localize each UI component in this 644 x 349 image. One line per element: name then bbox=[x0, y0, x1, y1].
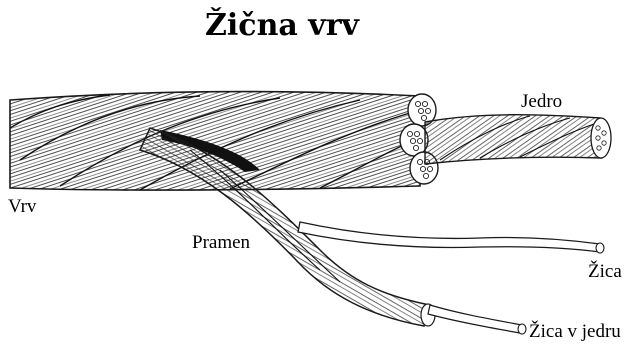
label-pramen: Pramen bbox=[192, 232, 250, 254]
wire-outline bbox=[298, 222, 600, 252]
page-title: Žična vrv bbox=[205, 8, 359, 43]
label-zica: Žica bbox=[588, 261, 622, 283]
core-wire bbox=[428, 305, 526, 334]
core-wire-outline bbox=[428, 305, 522, 333]
core-wire-end bbox=[518, 324, 526, 334]
strand-end bbox=[400, 124, 428, 156]
core-end bbox=[591, 118, 611, 158]
label-jedro: Jedro bbox=[521, 91, 562, 113]
rope-core bbox=[425, 115, 611, 164]
wire-end bbox=[596, 243, 604, 253]
label-vrv: Vrv bbox=[8, 196, 36, 218]
single-wire bbox=[298, 222, 604, 253]
label-zica-v-jedru: Žica v jedru bbox=[529, 321, 621, 343]
